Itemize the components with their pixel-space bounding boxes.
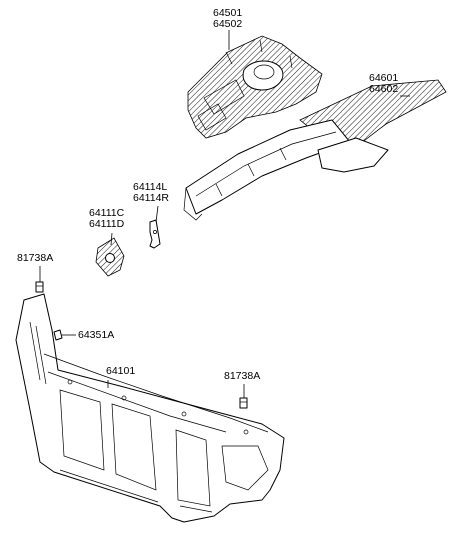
callout-bolt-left: 81738A <box>17 253 53 264</box>
callout-line: 64351A <box>78 329 115 341</box>
leader-64111 <box>110 232 113 246</box>
callout-line: 81738A <box>17 252 54 264</box>
callout-line: 64114R <box>133 192 170 204</box>
callout-line: 81738A <box>224 370 261 382</box>
callout-line: 64502 <box>213 18 243 30</box>
callout-side-member: 64601 64602 <box>369 73 398 95</box>
callout-line: 64601 <box>369 72 399 84</box>
side-member-part <box>183 79 447 221</box>
callout-bracket: 64114L 64114R <box>133 182 169 204</box>
radiator-support-part <box>15 293 285 523</box>
callout-line: 64101 <box>106 365 136 377</box>
bolt-right-part <box>239 397 248 409</box>
callout-line: 64114L <box>133 181 168 193</box>
callout-radiator-support: 64101 <box>106 366 135 377</box>
callout-screw: 64351A <box>78 330 114 341</box>
callout-line: 64602 <box>369 83 399 95</box>
callout-line: 64111C <box>89 207 125 219</box>
screw-part <box>53 329 63 341</box>
callout-fender-apron: 64501 64502 <box>213 8 242 30</box>
plate-part <box>95 237 125 277</box>
bolt-left-part <box>35 281 44 293</box>
callout-line: 64111D <box>89 218 125 230</box>
bracket-part <box>149 219 161 249</box>
fender-apron-part <box>187 35 323 139</box>
leader-64114 <box>155 205 159 223</box>
callout-line: 64501 <box>213 7 243 19</box>
callout-bolt-right: 81738A <box>224 371 260 382</box>
leader-lines <box>39 30 410 398</box>
callout-plate: 64111C 64111D <box>89 208 124 230</box>
